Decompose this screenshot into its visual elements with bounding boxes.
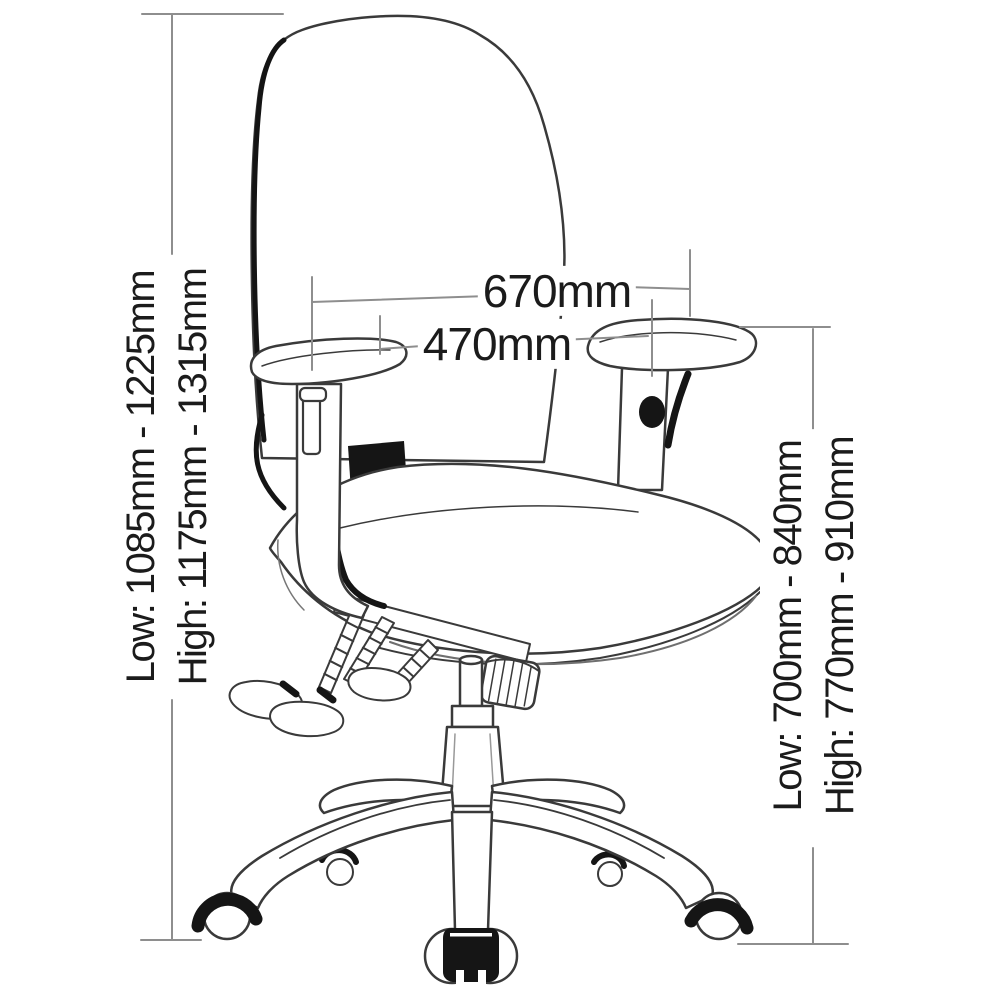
front-caster	[423, 927, 519, 988]
gas-lift	[439, 654, 507, 817]
overall-height-dimension-line	[140, 13, 284, 941]
overall-width-label: 670mm	[477, 265, 637, 317]
armrest-inner-width-label: 470mm	[417, 318, 577, 370]
armrest-adjust-button	[639, 396, 665, 428]
armrest-height-low: Low: 700mm - 840mm	[766, 440, 810, 812]
adjustment-levers	[228, 608, 439, 738]
office-chair-drawing	[191, 14, 772, 988]
armrest-height-dimension-line	[737, 326, 849, 945]
left-armrest	[249, 337, 408, 620]
overall-height-low: Low: 1085mm - 1225mm	[119, 270, 163, 684]
overall-width-dimension-line	[311, 249, 691, 371]
lever-paddle	[269, 700, 345, 738]
right-caster	[684, 891, 754, 941]
overall-height-label: Low: 1085mm - 1225mm High: 1175mm - 1315…	[113, 260, 221, 694]
tension-knob	[479, 654, 541, 711]
overall-height-high: High: 1175mm - 1315mm	[171, 268, 215, 686]
dimension-lines	[140, 13, 849, 945]
right-armrest	[586, 317, 758, 492]
armrest-height-label: Low: 700mm - 840mm High: 770mm - 910mm	[760, 428, 868, 824]
armrest-height-high: High: 770mm - 910mm	[818, 436, 862, 816]
left-caster	[191, 891, 263, 941]
armrest-adjust-slider	[301, 394, 322, 456]
front-leg-column	[450, 810, 494, 932]
lever-paddle	[347, 667, 412, 702]
